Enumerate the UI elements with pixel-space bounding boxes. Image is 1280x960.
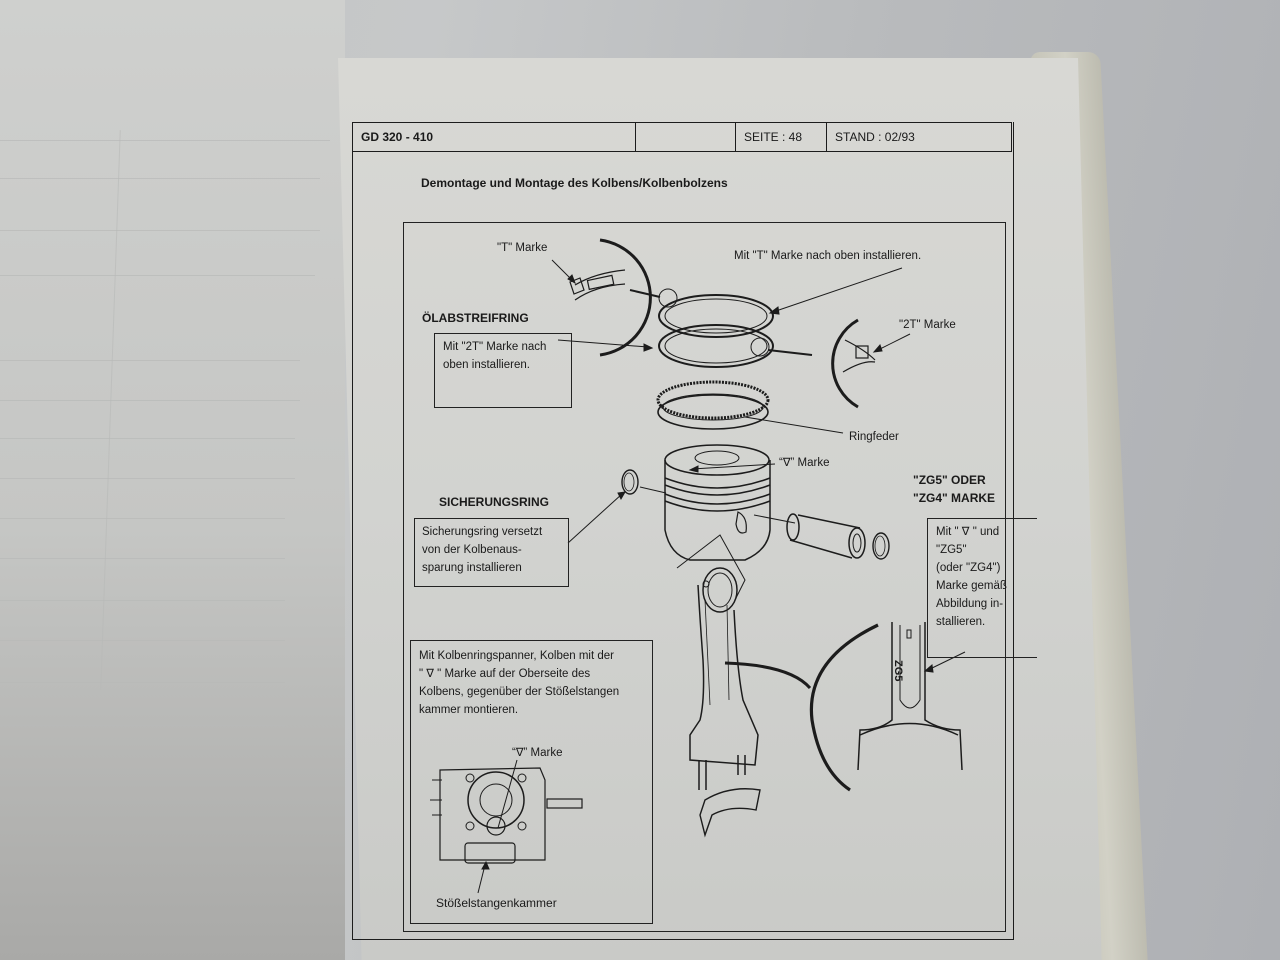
- note-line: kammer montieren.: [419, 704, 519, 716]
- ghost-rule: [0, 438, 295, 439]
- ghost-rule: [0, 140, 330, 141]
- note-line: von der Kolbenaus-: [422, 544, 522, 556]
- ghost-rule: [0, 640, 285, 641]
- rod-zg5-marking: ZG5: [892, 660, 904, 682]
- ghost-rule: [0, 230, 320, 231]
- blank-cell: [636, 123, 736, 151]
- t-mark-label: "T" Marke: [497, 242, 548, 254]
- page-frame: [352, 122, 1014, 940]
- note-line: sparung installieren: [422, 562, 522, 574]
- pushrod-chamber-label: Stößelstangenkammer: [436, 896, 557, 910]
- model-cell: GD 320 - 410: [353, 123, 636, 151]
- ring-compressor-note-box: Mit Kolbenringspanner, Kolben mit der " …: [410, 640, 653, 924]
- ghost-rule: [0, 725, 285, 726]
- circlip-note-box: Sicherungsring versetzt von der Kolbenau…: [414, 518, 569, 587]
- note-line: stallieren.: [936, 616, 986, 628]
- inset-delta-mark-label: “∇” Marke: [512, 747, 563, 759]
- section-title: Demontage und Montage des Kolbens/Kolben…: [421, 176, 728, 190]
- figure-frame: [403, 222, 1006, 932]
- note-line: Mit " ∇ " und: [936, 526, 1000, 538]
- note-line: Abbildung in-: [936, 598, 1004, 610]
- note-line: " ∇ " Marke auf der Oberseite des: [419, 668, 591, 680]
- oil-ring-note-box: Mit "2T" Marke nach oben installieren.: [434, 333, 572, 408]
- ghost-rule: [0, 682, 285, 683]
- 2t-mark-label: "2T" Marke: [899, 319, 956, 331]
- ring-spring-label: Ringfeder: [849, 431, 899, 443]
- note-line: (oder "ZG4"): [936, 562, 1001, 574]
- left-facing-page: [0, 0, 345, 960]
- note-line: Marke gemäß: [936, 580, 1007, 592]
- delta-mark-label: “∇” Marke: [779, 457, 830, 469]
- ghost-rule: [0, 178, 320, 179]
- ghost-rule: [0, 600, 285, 601]
- ghost-rule: [0, 360, 300, 361]
- note-line: Sicherungsring versetzt: [422, 526, 543, 538]
- ghost-rule: [0, 478, 295, 479]
- note-line: oben installieren.: [443, 359, 530, 371]
- oil-scraper-ring-heading: ÖLABSTREIFRING: [422, 311, 529, 325]
- circlip-heading: SICHERUNGSRING: [439, 495, 550, 509]
- zg-note-box: Mit " ∇ " und "ZG5" (oder "ZG4") Marke g…: [927, 518, 1037, 658]
- t-mark-instruction: Mit "T" Marke nach oben installieren.: [734, 250, 922, 262]
- ghost-rule: [0, 518, 285, 519]
- note-line: Mit Kolbenringspanner, Kolben mit der: [419, 650, 614, 662]
- page-number-cell: SEITE : 48: [736, 123, 827, 151]
- ghost-rule: [0, 275, 315, 276]
- note-line: Kolbens, gegenüber der Stößelstangen: [419, 686, 620, 698]
- zg-heading-line2: "ZG4" MARKE: [913, 491, 996, 505]
- zg-heading-line1: "ZG5" ODER: [913, 473, 986, 487]
- ghost-column-rule: [100, 130, 121, 690]
- note-line: "ZG5": [936, 544, 967, 556]
- page-header-table: GD 320 - 410 SEITE : 48 STAND : 02/93: [352, 122, 1012, 152]
- ghost-rule: [0, 400, 300, 401]
- note-line: Mit "2T" Marke nach: [443, 341, 547, 353]
- ghost-rule: [0, 558, 285, 559]
- revision-date-cell: STAND : 02/93: [835, 130, 915, 144]
